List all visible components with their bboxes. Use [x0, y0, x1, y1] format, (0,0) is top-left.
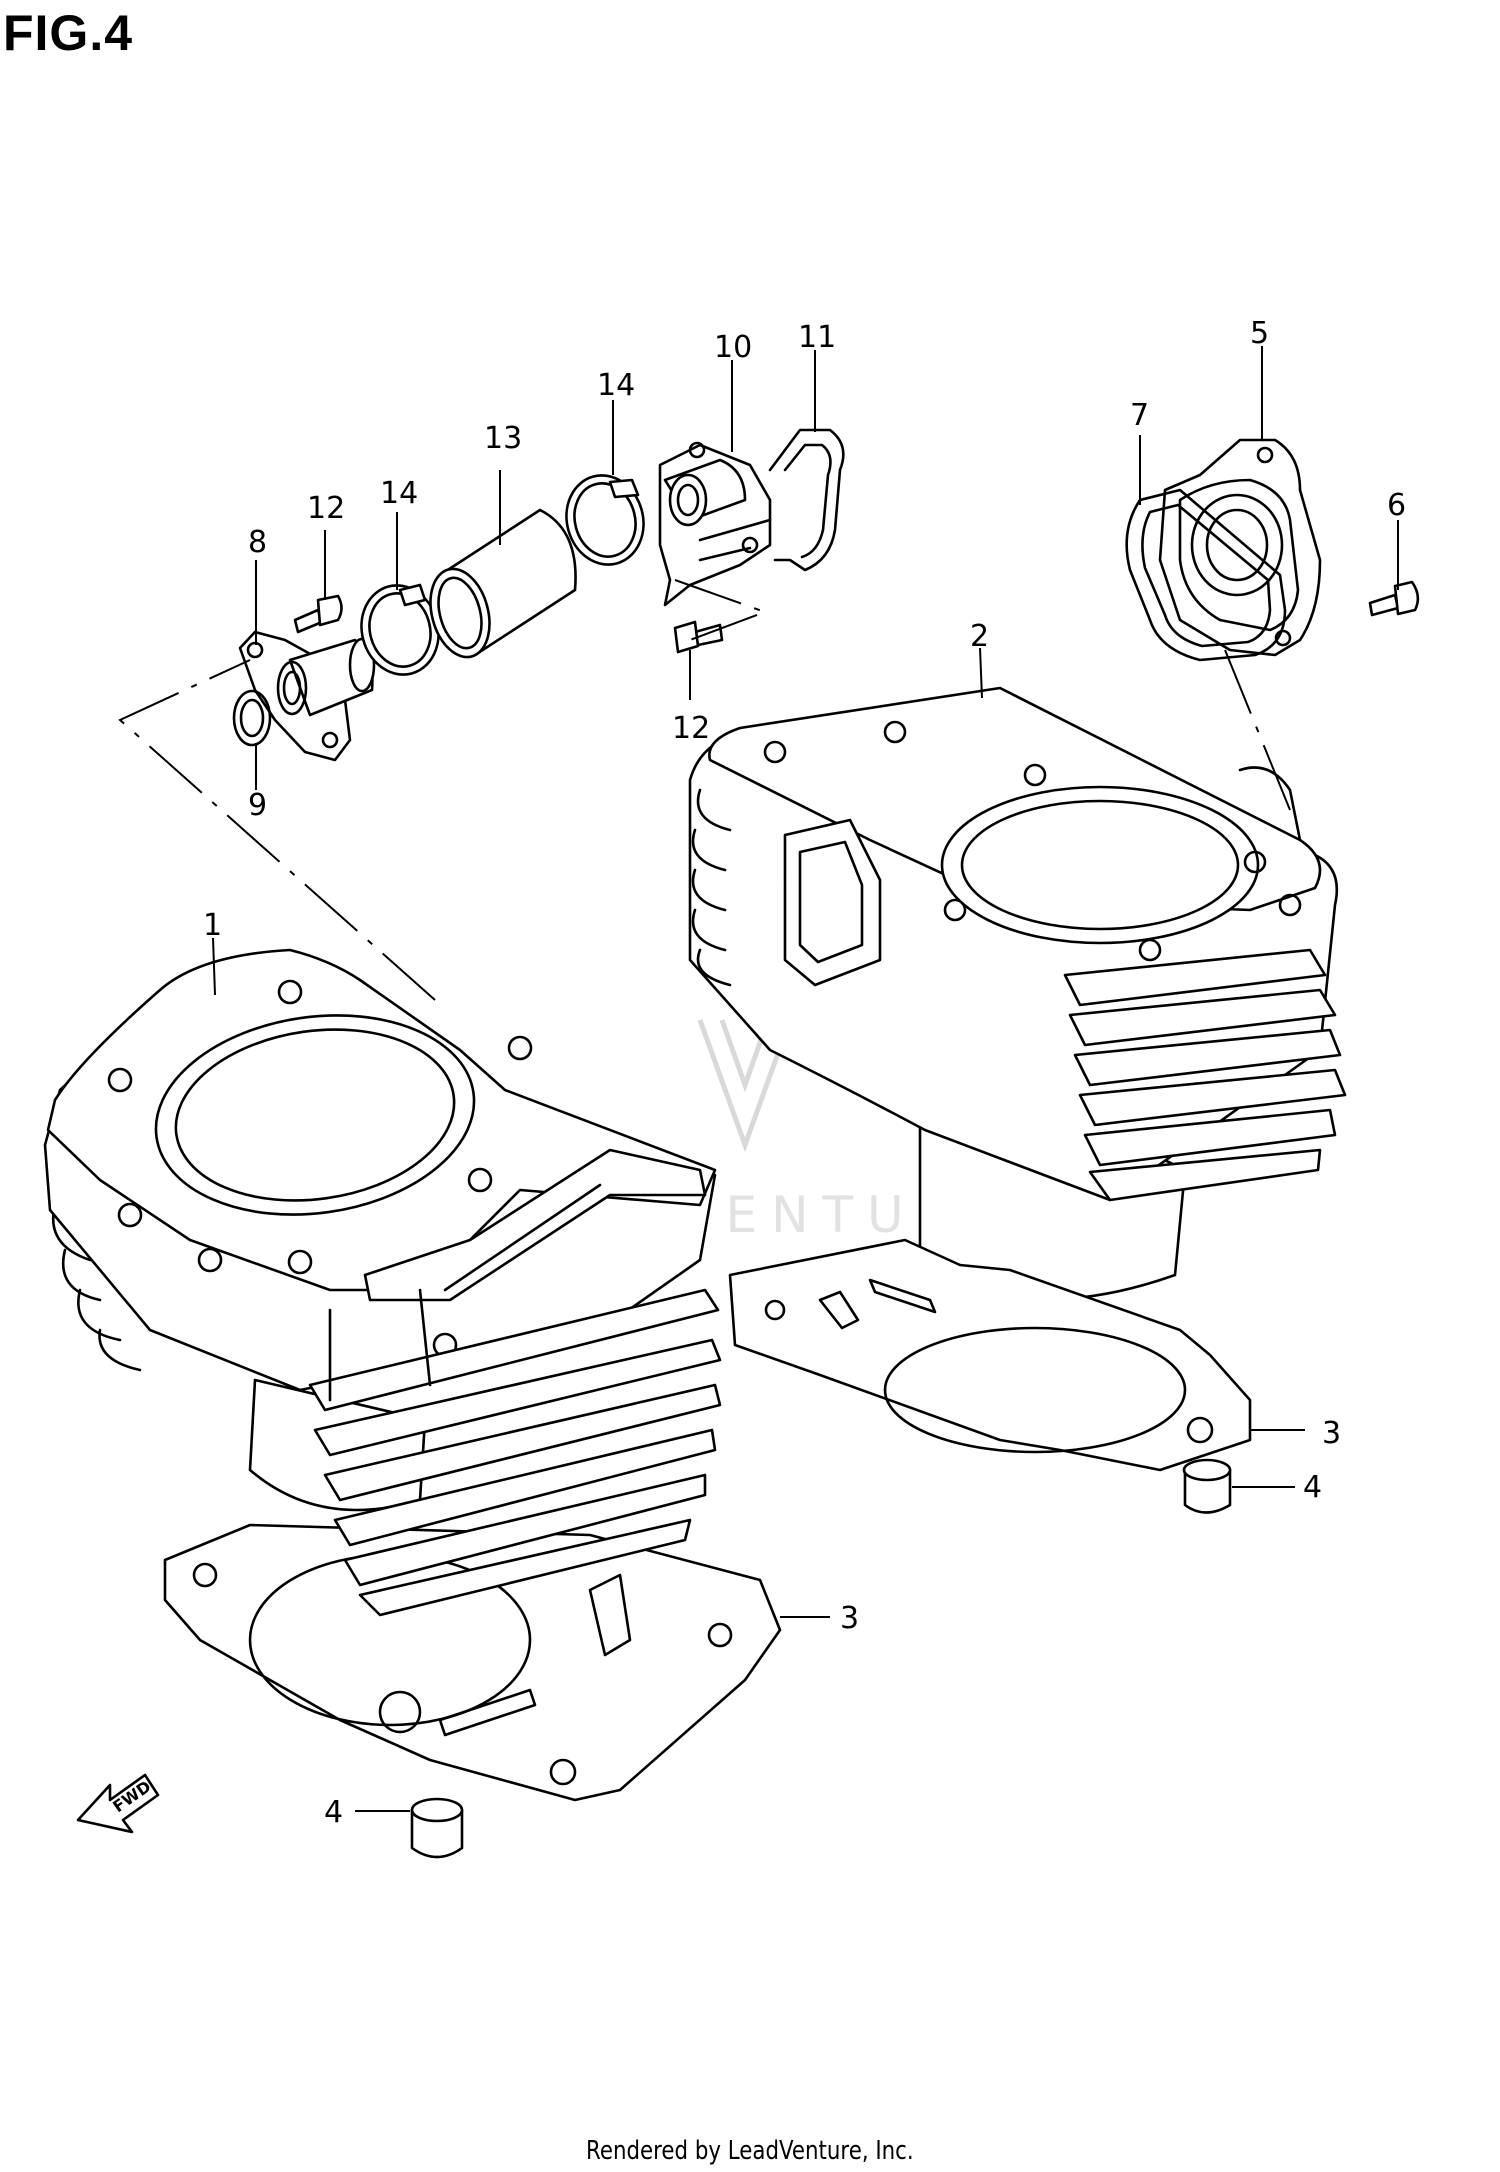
thermostat-housing-gasket[interactable] [1125, 488, 1287, 662]
callout-10: 10 [714, 330, 752, 365]
callout-11: 11 [798, 320, 836, 355]
thermostat-cover[interactable] [658, 441, 772, 607]
footer-text: Rendered by LeadVenture, Inc. [586, 2136, 914, 2166]
dowel-pin-upper[interactable] [1182, 1458, 1232, 1514]
water-inlet-pipe[interactable] [238, 630, 376, 762]
thermostat-housing[interactable] [1158, 438, 1322, 657]
footer-credit: Rendered by LeadVenture, Inc. [0, 2136, 1500, 2166]
callout-4-upper: 4 [1303, 1470, 1322, 1505]
callout-8: 8 [248, 525, 267, 560]
water-hose[interactable] [421, 508, 577, 664]
bolt-right[interactable] [1368, 580, 1420, 617]
cylinder-front[interactable] [43, 948, 722, 1617]
thermostat-cover-gasket[interactable] [768, 428, 845, 572]
callout-6: 6 [1387, 488, 1406, 523]
callout-7: 7 [1130, 398, 1149, 433]
cylinder-rear[interactable] [688, 686, 1347, 1301]
callout-labels: 1 2 3 3 4 4 5 6 7 8 9 10 11 12 12 13 14 … [203, 316, 1406, 1830]
callout-1: 1 [203, 908, 222, 943]
cylinder-base-gasket-front[interactable] [163, 1523, 782, 1802]
callout-2: 2 [970, 619, 989, 654]
o-ring[interactable] [232, 689, 272, 747]
cylinder-base-gasket-rear[interactable] [728, 1238, 1252, 1472]
callout-14-right: 14 [597, 368, 635, 403]
callout-3-lower: 3 [840, 1601, 859, 1636]
hose-clamp-left[interactable] [352, 577, 449, 684]
hose-clamp-right[interactable] [557, 467, 654, 574]
leader-lines [212, 346, 1399, 1812]
assembly-lines [118, 579, 1291, 1001]
dowel-pin-lower[interactable] [410, 1797, 464, 1859]
bolt-upper-left[interactable] [293, 594, 343, 634]
callout-3-upper: 3 [1322, 1416, 1341, 1451]
callout-9: 9 [248, 788, 267, 823]
callout-5: 5 [1250, 316, 1269, 351]
callout-13: 13 [484, 421, 522, 456]
callout-12-lower: 12 [672, 711, 710, 746]
callout-14-left: 14 [380, 476, 418, 511]
forward-direction-arrow: FWD [76, 1773, 160, 1834]
callout-4-lower: 4 [324, 1795, 343, 1830]
callout-12-upper: 12 [307, 491, 345, 526]
figure-title: FIG.4 [3, 5, 134, 61]
